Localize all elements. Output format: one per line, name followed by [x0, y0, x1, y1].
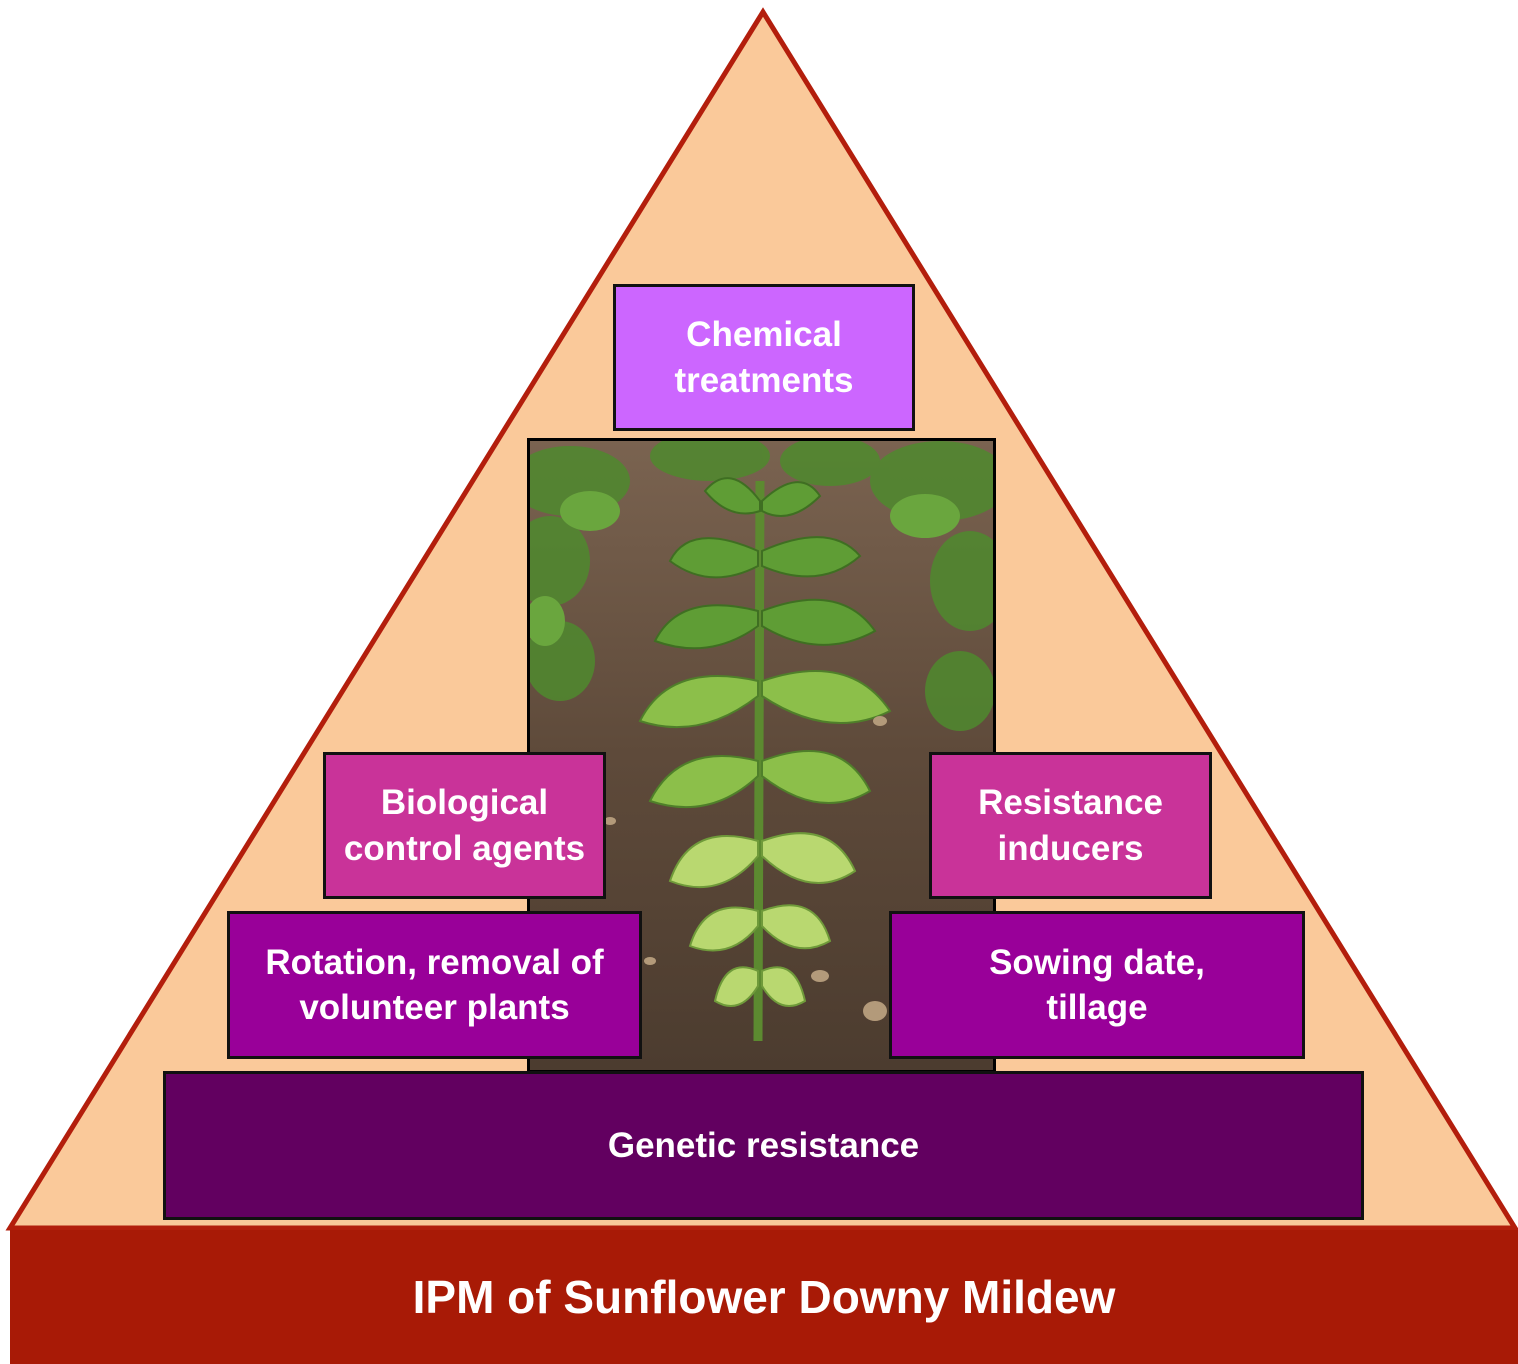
resistance-inducers-box: Resistance inducers	[929, 752, 1212, 899]
resistance-inducers-label: Resistance inducers	[978, 783, 1163, 868]
diagram-title: IPM of Sunflower Downy Mildew	[412, 1271, 1116, 1323]
chemical-treatments-label: Chemical treatments	[674, 315, 854, 400]
sowing-date-label: Sowing date, tillage	[989, 942, 1205, 1028]
rotation-removal-box: Rotation, removal of volunteer plants	[227, 911, 642, 1059]
biological-control-label: Biological control agents	[343, 783, 586, 868]
rotation-removal-label: Rotation, removal of volunteer plants	[265, 942, 604, 1028]
chemical-treatments-box: Chemical treatments	[613, 284, 915, 431]
sowing-date-box: Sowing date, tillage	[889, 911, 1305, 1059]
genetic-resistance-box: Genetic resistance	[163, 1071, 1364, 1220]
biological-control-box: Biological control agents	[323, 752, 606, 899]
genetic-resistance-label: Genetic resistance	[607, 1125, 920, 1165]
title-band: IPM of Sunflower Downy Mildew	[10, 1230, 1518, 1364]
